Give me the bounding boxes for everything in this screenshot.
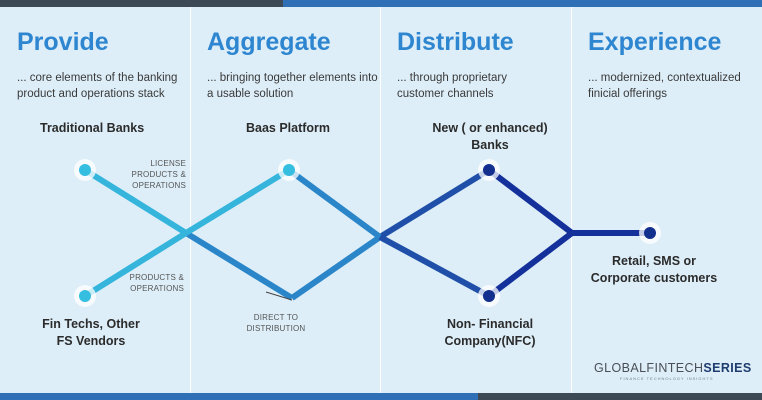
flow-line-banks-out: [487, 167, 574, 236]
column-divider: [571, 7, 572, 393]
products-flow-label: PRODUCTS & OPERATIONS: [129, 273, 184, 293]
column-description-experience: ... modernized, contextualized finicial …: [588, 72, 741, 100]
brand-logo: GLOBALFINTECHSERIES: [594, 361, 752, 375]
customers-node: [644, 227, 656, 239]
flow-line-banks: [83, 167, 188, 236]
license-flow-label: LICENSE PRODUCTS & OPERATIONS: [131, 159, 186, 190]
column-divider: [380, 7, 381, 393]
flow-line-nfc: [378, 234, 491, 299]
direct-pointer: [265, 291, 293, 301]
direct-to-distribution-label: DIRECT TO DISTRIBUTION: [246, 313, 306, 333]
bottom-accent-bar-dark: [478, 393, 762, 400]
non-financial-label: Non- Financial Company(NFC): [444, 317, 536, 348]
new-banks-node: [483, 164, 495, 176]
logo-tagline: FINANCE TECHNOLOGY INSIGHTS: [620, 376, 714, 381]
flow-line-direct-out: [290, 234, 382, 301]
column-title-distribute: Distribute: [397, 28, 514, 56]
logo-text-regular: GLOBALFINTECH: [594, 361, 704, 375]
flow-line-baas: [184, 167, 291, 236]
column-title-experience: Experience: [588, 28, 722, 56]
logo-text-bold: SERIES: [703, 361, 752, 375]
bottom-accent-bar-blue: [0, 393, 478, 400]
baas-platform-label: Baas Platform: [245, 121, 331, 135]
non-financial-node: [483, 290, 495, 302]
traditional-banks-node: [79, 164, 91, 176]
customers-label: Retail, SMS or Corporate customers: [590, 254, 718, 285]
column-title-provide: Provide: [17, 28, 109, 56]
column-description-aggregate: ... bringing together elements into a us…: [207, 72, 378, 100]
baas-platform-node: [283, 164, 295, 176]
fintechs-label: Fin Techs, Other FS Vendors: [42, 317, 140, 348]
top-accent-bar-blue: [283, 0, 762, 7]
column-divider: [190, 7, 191, 393]
fintechs-node: [79, 290, 91, 302]
flow-line-nfc-out: [487, 230, 574, 299]
flow-line-new-banks: [378, 167, 491, 240]
flow-line-direct: [184, 230, 294, 301]
new-banks-label: New ( or enhanced) Banks: [432, 121, 548, 152]
top-accent-bar-dark: [0, 0, 283, 7]
column-description-provide: ... core elements of the banking product…: [17, 72, 178, 100]
traditional-banks-label: Traditional Banks: [40, 121, 145, 135]
flow-line-fintechs: [83, 230, 188, 299]
column-title-aggregate: Aggregate: [207, 28, 331, 56]
column-description-distribute: ... through proprietary customer channel…: [397, 72, 507, 100]
flow-line-baas-out: [287, 167, 382, 240]
